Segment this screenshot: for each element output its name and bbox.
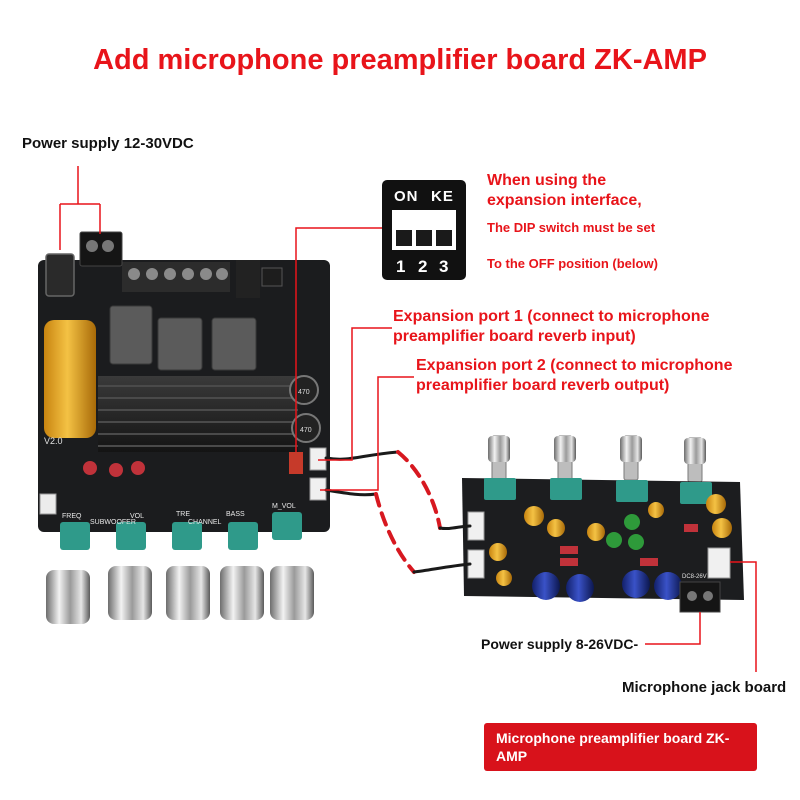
main-amplifier-board: V2.0 470 470 FREQ SUBWOOFER VOL TRE CHAN… — [38, 231, 330, 624]
cable-1-end — [438, 524, 472, 531]
expansion-port-2-line-1: Expansion port 2 (connect to microphone — [416, 357, 733, 374]
cable-1-wire — [324, 450, 400, 461]
dip-toggle-3[interactable] — [436, 230, 452, 246]
dip-toggles — [392, 210, 456, 250]
knob-label-tre: TRE — [176, 511, 190, 518]
product-badge: Microphone preamplifier board ZK-AMP — [484, 723, 757, 771]
dip-on-label: ON — [394, 188, 419, 205]
callout-lines — [59, 166, 757, 672]
dip-number-2: 2 — [418, 257, 428, 276]
expansion-port-1-line-2: preamplifier board reverb input) — [393, 328, 636, 345]
knob-2[interactable] — [108, 566, 152, 620]
speaker-terminal-block — [122, 262, 230, 292]
main-potentiometers — [60, 512, 302, 550]
expansion-port-1-line-1: Expansion port 1 (connect to microphone — [393, 308, 710, 325]
exp1-callout — [318, 327, 392, 461]
preamp-power-label: DC8-26V — [682, 574, 707, 580]
power-supply-main-label: Power supply 12-30VDC — [22, 135, 194, 152]
cable-2-dashed — [374, 492, 416, 574]
knob-label-channel: CHANNEL — [188, 519, 222, 526]
dip-toggle-1[interactable] — [396, 230, 412, 246]
cap-label-1: 470 — [298, 389, 310, 396]
knob-5[interactable] — [270, 566, 314, 620]
dc-power-jack — [45, 253, 75, 297]
dip-switch-closeup: ON KE 1 2 3 — [382, 180, 466, 280]
main-knobs — [46, 566, 314, 624]
dip-callout — [295, 227, 384, 452]
cap-label-2: 470 — [300, 427, 312, 434]
dip-note-line-4: To the OFF position (below) — [487, 256, 658, 271]
knob-3[interactable] — [166, 566, 210, 620]
power-preamp-callout — [645, 612, 701, 645]
dip-number-3: 3 — [439, 257, 449, 276]
dip-toggle-2[interactable] — [416, 230, 432, 246]
cable-1-dashed — [396, 450, 442, 530]
knob-1[interactable] — [46, 570, 90, 624]
knob-label-subwoofer: SUBWOOFER — [90, 519, 136, 526]
knob-label-vol: VOL — [130, 513, 144, 520]
expansion-connector-1 — [309, 447, 327, 471]
page-title: Add microphone preamplifier board ZK-AMP — [93, 44, 707, 76]
heatsink — [98, 376, 298, 452]
preamp-board: DC8-26V — [462, 435, 744, 613]
cable-2-wire — [324, 488, 378, 497]
power-screw-terminal — [79, 231, 123, 267]
mic-jack-callout — [730, 561, 757, 672]
main-gold-capacitor — [44, 320, 96, 438]
interconnect-cables — [324, 450, 472, 574]
preamp-power-terminal — [679, 581, 721, 613]
dip-note-line-2: expansion interface, — [487, 192, 642, 209]
dip-number-1: 1 — [396, 257, 406, 276]
dip-brand-label: KE — [431, 188, 454, 205]
power-main-callout — [59, 166, 101, 250]
power-supply-preamp-label: Power supply 8-26VDC- — [481, 636, 639, 652]
knob-label-bass: BASS — [226, 511, 245, 518]
mic-jack-connector — [707, 547, 731, 579]
onboard-dip-switch — [289, 452, 303, 474]
product-badge-text: Microphone preamplifier board ZK-AMP — [496, 730, 730, 764]
dip-note-line-1: When using the — [487, 172, 607, 189]
cable-2-end — [412, 562, 472, 574]
knob-4[interactable] — [220, 566, 264, 620]
expansion-port-2-line-2: preamplifier board reverb output) — [416, 377, 670, 394]
knob-label-freq: FREQ — [62, 513, 82, 520]
dip-note-line-3: The DIP switch must be set — [487, 220, 656, 235]
microphone-jack-board-label: Microphone jack board — [622, 679, 787, 696]
expansion-connector-2 — [309, 477, 327, 501]
knob-label-mvol: M_VOL — [272, 503, 296, 510]
exp2-callout — [320, 376, 414, 491]
board-version-label: V2.0 — [44, 436, 63, 446]
